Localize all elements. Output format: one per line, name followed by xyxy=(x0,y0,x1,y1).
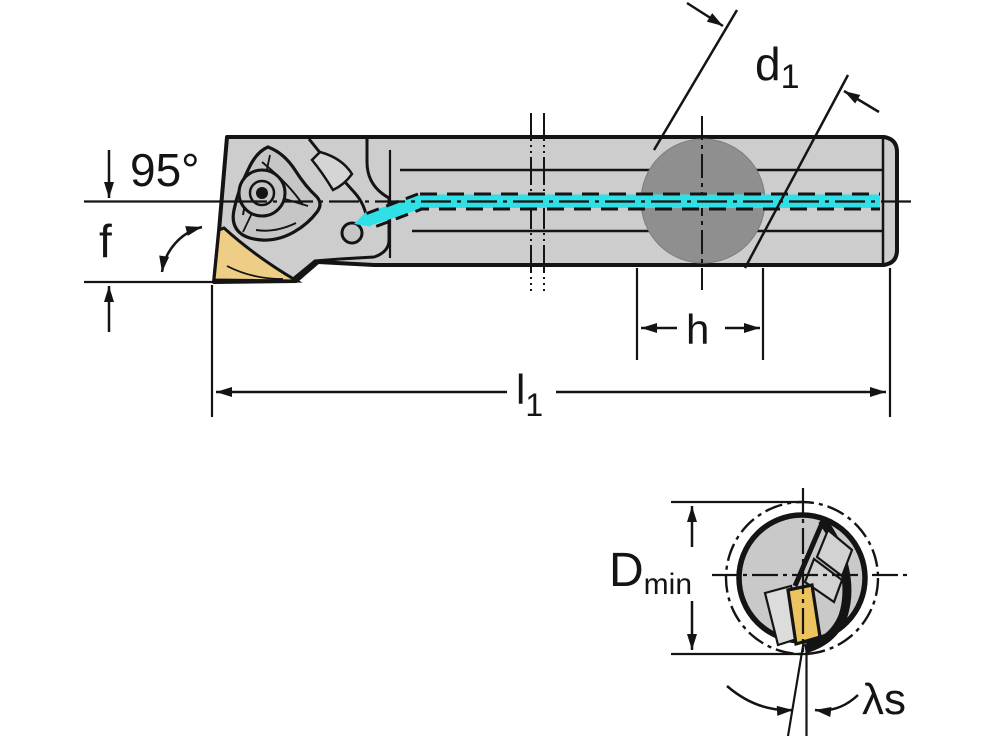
d1-arrow-lower xyxy=(843,89,880,114)
coolant-dash-angled-top xyxy=(359,192,419,218)
dimension-approach-angle: 95° xyxy=(130,144,203,273)
lambda-label: λs xyxy=(862,675,906,724)
lambda-inclined-line xyxy=(786,639,806,736)
tool-head xyxy=(212,138,392,283)
coolant-dash-angled-bottom xyxy=(371,207,423,230)
d1-extension-line-lower xyxy=(743,74,850,269)
lambda-arc-arrow-right xyxy=(814,694,859,717)
dimension-dmin: Dmin xyxy=(609,500,809,656)
head-lever xyxy=(310,150,354,192)
dimension-lambda-s: λs xyxy=(726,639,906,736)
d1-extension-line-upper xyxy=(652,9,739,151)
dimension-h: h xyxy=(635,268,765,360)
l1-label: l1 xyxy=(516,366,543,423)
side-view: d1 95° f h l1 xyxy=(84,1,913,423)
approach-angle-label: 95° xyxy=(130,144,200,196)
coolant-channel-line xyxy=(354,192,880,230)
d1-arrow-upper xyxy=(686,1,724,28)
dmin-label: Dmin xyxy=(609,544,692,601)
coolant-band xyxy=(420,194,880,208)
cutting-insert-visible-corner xyxy=(212,226,303,283)
coolant-angled-segment xyxy=(363,194,426,227)
dimension-f: f xyxy=(84,150,215,332)
clamp-screw-center xyxy=(256,187,268,199)
head-bottom-step xyxy=(292,257,341,281)
insert-chip-groove xyxy=(226,265,284,280)
clamp-pivot-circle xyxy=(340,221,364,245)
d1-label: d1 xyxy=(755,38,800,96)
dimension-d1: d1 xyxy=(652,1,880,269)
coolant-arrowhead xyxy=(354,211,372,227)
lambda-arc-arrow-left xyxy=(726,685,794,716)
dimension-l1: l1 xyxy=(210,268,892,423)
angle-arc-arrow xyxy=(159,225,203,273)
f-label: f xyxy=(99,215,112,267)
end-view: Dmin λs xyxy=(609,488,908,736)
h-label: h xyxy=(686,306,709,353)
